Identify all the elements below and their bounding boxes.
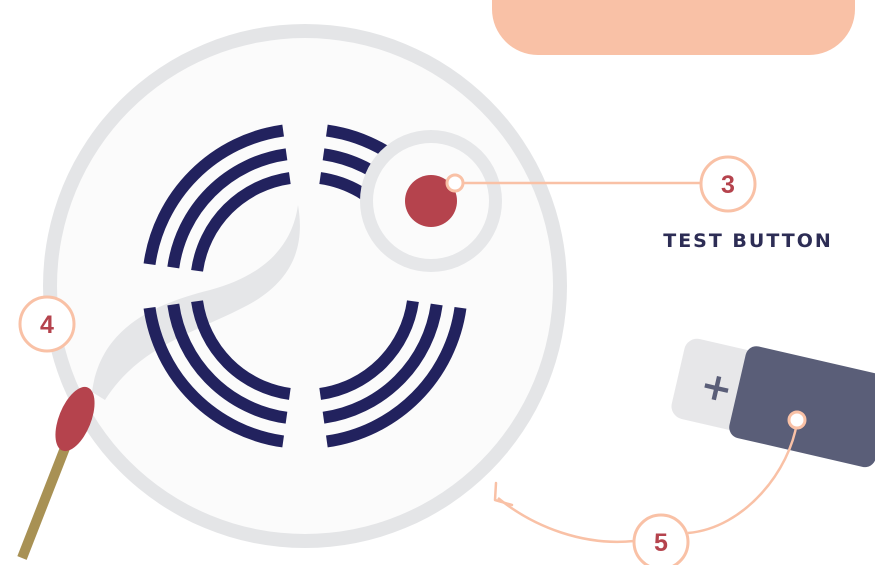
vent-arc-ring2-bottom-left [167,303,288,424]
callout-5-anchor [787,410,807,430]
match-stick [17,428,77,560]
vent-arc-ring3-bottom-left [143,307,284,448]
callout-test-button: 3 TEST BUTTON [445,155,833,252]
vent-arc-ring1-bottom-right [319,300,419,400]
battery-body [729,346,875,468]
callout-5-leader-to-detector [497,497,635,544]
match-head [55,386,95,452]
step-number-5: 5 [654,529,668,557]
vent-arc-ring2-bottom-right [322,303,443,424]
step-badge-4 [18,295,76,353]
test-button-red-dot[interactable] [405,175,457,227]
vent-arc-ring1-bottom-left [191,300,291,400]
vent-arc-ring3-bottom-right [326,307,467,448]
peach-header-tab [492,0,855,55]
step-badge-5 [632,513,690,565]
callout-5-leader-to-battery [687,421,799,535]
match-icon [17,386,95,560]
step-number-3: 3 [721,171,735,199]
step-number-4: 4 [40,311,54,339]
battery-icon: + [671,338,875,468]
vent-arc-ring3-top-left [143,124,284,265]
callout-3-anchor [445,173,465,193]
callout-5-arrowhead [493,481,514,507]
callout-match: 4 [18,295,76,353]
step-badge-3 [699,155,757,213]
test-button-caption: TEST BUTTON [663,230,833,252]
detector-face [57,38,553,534]
vent-arc-ring2-top-left [167,148,288,269]
test-button-icon[interactable] [360,130,502,272]
vent-arc-ring1-top-left [191,172,291,272]
callout-battery: 5 [493,410,807,565]
smoke-detector-icon [43,24,567,548]
